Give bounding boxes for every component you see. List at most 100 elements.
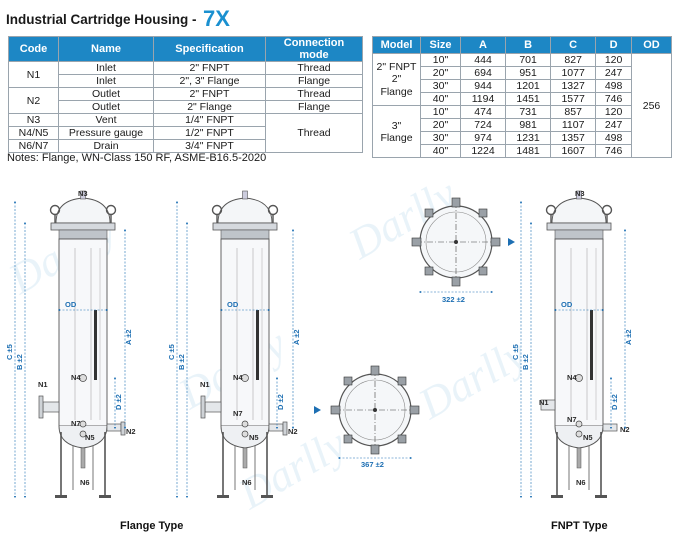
col-mode: Connection mode xyxy=(265,36,363,62)
a-cell: 1194 xyxy=(459,92,507,106)
b-cell: 731 xyxy=(505,105,552,119)
c-cell: 827 xyxy=(550,53,597,67)
name-cell: Inlet xyxy=(58,74,154,88)
c-cell: 857 xyxy=(550,105,597,119)
size-table: Model Size A B C D OD 2" FNPT 2" Flange … xyxy=(372,36,672,158)
table-row: 20" 724 981 1107 247 xyxy=(373,118,672,132)
d-cell: 746 xyxy=(595,92,632,106)
title-text: Industrial Cartridge Housing - xyxy=(6,12,197,27)
dim-a: A ±2 xyxy=(624,329,633,345)
mode-cell: Flange xyxy=(265,100,363,114)
dim-a: A ±2 xyxy=(124,329,133,345)
page-title: Industrial Cartridge Housing - 7X xyxy=(6,6,230,32)
a-cell: 694 xyxy=(459,66,507,80)
c-cell: 1607 xyxy=(550,144,597,158)
mode-cell: Thread xyxy=(265,113,363,153)
dim-c: C ±5 xyxy=(167,344,176,360)
label-n6: N6 xyxy=(576,478,586,487)
label-n5: N5 xyxy=(583,433,593,442)
label-n2: N2 xyxy=(126,427,136,436)
dim-b: B ±2 xyxy=(177,354,186,370)
col-spec: Specification xyxy=(153,36,266,62)
model-cell: 3" Flange xyxy=(372,105,421,158)
housing-drawing-flange-1: N3 N1 N2 N4 N7 N5 N6 OD C ±5 B ±2 A ±2 D… xyxy=(5,189,136,498)
housing-drawing-flange-2: N4 N1 N7 N5 N2 N6 OD C ±5 B ±2 A ±2 D ±2 xyxy=(167,191,301,498)
spec-cell: 2" Flange xyxy=(153,100,266,114)
spec-cell: 1/4" FNPT xyxy=(153,113,266,127)
label-n7: N7 xyxy=(233,409,243,418)
col-b: B xyxy=(505,36,552,54)
housing-drawing-fnpt: N3 N4 N1 N7 N5 N2 N6 OD C ±5 B ±2 A ±2 D… xyxy=(511,189,633,498)
label-n1: N1 xyxy=(200,380,210,389)
code-cell: N1 xyxy=(8,61,59,88)
dim-d: D ±2 xyxy=(114,394,123,410)
size-cell: 20" xyxy=(420,118,461,132)
b-cell: 951 xyxy=(505,66,552,80)
label-n7: N7 xyxy=(71,419,81,428)
name-cell: Outlet xyxy=(58,87,154,101)
name-cell: Outlet xyxy=(58,100,154,114)
d-cell: 746 xyxy=(595,144,632,158)
spec-cell: 2" FNPT xyxy=(153,87,266,101)
size-table-header: Model Size A B C D OD xyxy=(372,36,672,54)
d-cell: 120 xyxy=(595,105,632,119)
b-cell: 1231 xyxy=(505,131,552,145)
table-row: N6/N7 Drain 3/4" FNPT xyxy=(8,139,363,153)
table-row: 30" 944 1201 1327 498 xyxy=(373,79,672,93)
c-cell: 1357 xyxy=(550,131,597,145)
view-arrow-icon xyxy=(314,406,321,414)
code-cell: N4/N5 xyxy=(8,126,59,140)
size-cell: 20" xyxy=(420,66,461,80)
label-n7: N7 xyxy=(567,415,577,424)
caption-fnpt-type: FNPT Type xyxy=(551,520,608,532)
model-cell: 2" FNPT 2" Flange xyxy=(372,53,421,106)
label-n5: N5 xyxy=(85,433,95,442)
label-n3: N3 xyxy=(78,189,88,198)
dim-c: C ±5 xyxy=(511,344,520,360)
name-cell: Vent xyxy=(58,113,154,127)
caption-flange-type: Flange Type xyxy=(120,520,183,532)
a-cell: 944 xyxy=(459,79,507,93)
b-cell: 1201 xyxy=(505,79,552,93)
notes-text: Notes: Flange, WN-Class 150 RF, ASME-B16… xyxy=(7,152,267,164)
c-cell: 1327 xyxy=(550,79,597,93)
label-n5: N5 xyxy=(249,433,259,442)
dim-od: OD xyxy=(227,300,239,309)
label-n4: N4 xyxy=(71,373,81,382)
watermark: Darlly xyxy=(410,329,535,430)
code-cell: N2 xyxy=(8,87,59,114)
od-cell: 256 xyxy=(631,53,672,158)
code-cell: N6/N7 xyxy=(8,139,59,153)
name-cell: Drain xyxy=(58,139,154,153)
size-cell: 40" xyxy=(420,144,461,158)
spec-cell: 2" FNPT xyxy=(153,61,266,75)
b-cell: 1451 xyxy=(505,92,552,106)
label-n6: N6 xyxy=(242,478,252,487)
d-cell: 498 xyxy=(595,79,632,93)
col-d: D xyxy=(595,36,632,54)
col-od: OD xyxy=(631,36,672,54)
mode-cell: Thread xyxy=(265,61,363,75)
dim-d: D ±2 xyxy=(276,394,285,410)
dim-a: A ±2 xyxy=(292,329,301,345)
spec-cell: 1/2" FNPT xyxy=(153,126,266,140)
a-cell: 724 xyxy=(459,118,507,132)
col-a: A xyxy=(459,36,507,54)
table-row: N1 Inlet 2" FNPT Thread xyxy=(8,61,363,88)
model-label-fnpt: 2" FNPT xyxy=(376,60,417,73)
top-view-367: 367 ±2 xyxy=(330,365,420,469)
table-row: N2 Outlet 2" FNPT Thread xyxy=(8,87,363,114)
table-row: Inlet 2", 3" Flange Flange xyxy=(9,74,363,88)
top-view-322: 322 ±2 xyxy=(411,197,501,304)
table-row: N3 Vent 1/4" FNPT Thread xyxy=(8,113,363,153)
dim-d: D ±2 xyxy=(610,394,619,410)
title-model: 7X xyxy=(202,6,230,31)
dim-b: B ±2 xyxy=(15,354,24,370)
c-cell: 1577 xyxy=(550,92,597,106)
size-cell: 40" xyxy=(420,92,461,106)
a-cell: 444 xyxy=(459,53,507,67)
dim-od: OD xyxy=(561,300,573,309)
name-cell: Pressure gauge xyxy=(58,126,154,140)
size-cell: 30" xyxy=(420,79,461,93)
name-cell: Inlet xyxy=(58,61,154,75)
